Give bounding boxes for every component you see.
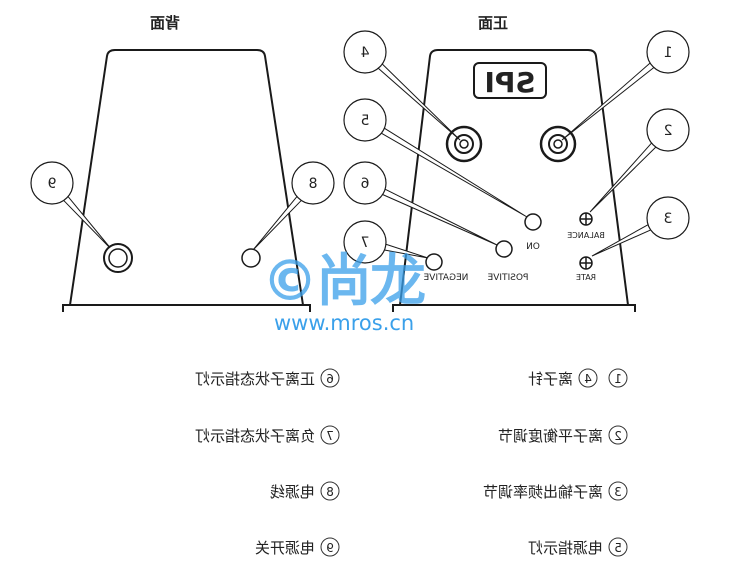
positive-led xyxy=(495,240,513,258)
ion-emitter-knob-1 xyxy=(539,125,577,163)
power-led xyxy=(524,213,542,231)
power-led-label: ON xyxy=(526,242,540,252)
power-switch-inner xyxy=(108,248,128,268)
callout-circle-8 xyxy=(291,161,335,205)
callout-number-6: 6 xyxy=(360,176,369,192)
watermark-url: www.mros.cn xyxy=(274,311,415,335)
callout-number-8: 8 xyxy=(309,176,318,192)
callout-number-7: 7 xyxy=(361,235,370,251)
legend-right-num-circle xyxy=(608,368,628,388)
legend-left-num: 6 xyxy=(326,372,334,386)
callout-circle-2 xyxy=(646,108,690,152)
legend-left-label: 负离子状态指示灯 xyxy=(195,427,315,445)
balance-label: BALANCE xyxy=(567,231,605,240)
callout-number-1: 1 xyxy=(664,45,673,61)
legend-right-label: 离子输出频率调节 xyxy=(483,483,603,501)
callout-circle-4 xyxy=(343,30,387,74)
balance-cross xyxy=(580,213,592,225)
callout-number-4: 4 xyxy=(360,45,369,61)
legend-left-num: 9 xyxy=(326,541,334,555)
negative-led xyxy=(425,253,443,271)
callout-pointer-3 xyxy=(591,224,651,257)
ion-emitter-knob-4 xyxy=(445,125,483,163)
watermark-logo: ©尚龙 xyxy=(262,249,426,314)
legend-right-num: 2 xyxy=(614,429,622,443)
legend-right-num: 4 xyxy=(584,372,592,386)
negative-led-label: NEGATIVE xyxy=(423,273,468,283)
callout-pointer-9 xyxy=(63,196,113,251)
callout-circle-7 xyxy=(343,220,387,264)
legend-left-label: 电源开关 xyxy=(255,539,315,557)
callout-pointer-1 xyxy=(561,62,655,141)
callout-pointer-4 xyxy=(377,63,461,141)
ion-emitter-knob-1-center xyxy=(553,139,563,149)
legend-right-label: 离子针 xyxy=(528,370,573,388)
legend-right-num-circle xyxy=(608,425,628,445)
legend-right-num: 3 xyxy=(614,485,622,499)
callout-number-9: 9 xyxy=(48,176,57,192)
legend-right-num: 5 xyxy=(614,541,622,555)
legend-left-num-circle xyxy=(320,368,340,388)
legend-right-label: 电源指示灯 xyxy=(528,539,603,557)
power-cord-port xyxy=(241,248,261,268)
back-title: 背面 xyxy=(150,14,180,32)
ion-emitter-knob-4-ring xyxy=(454,134,474,154)
logo-text: SPI xyxy=(484,66,535,99)
legend-right-num-circle xyxy=(608,481,628,501)
callout-circle-6 xyxy=(343,161,387,205)
callout-pointer-2 xyxy=(589,142,657,213)
legend-left-num: 8 xyxy=(326,485,334,499)
legend-right-num-circle xyxy=(608,537,628,557)
callout-number-5: 5 xyxy=(361,113,370,129)
legend-left-label: 正离子状态指示灯 xyxy=(195,370,315,388)
logo-box xyxy=(473,62,547,99)
legend-right-num: 1 xyxy=(614,372,622,386)
callout-circle-1 xyxy=(646,30,690,74)
front-panel xyxy=(392,49,636,312)
legend-left-label: 电源线 xyxy=(270,483,315,501)
legend-left-num-circle xyxy=(320,481,340,501)
legend-right-label: 离子平衡度调节 xyxy=(498,427,603,445)
ion-emitter-knob-4-center xyxy=(459,139,469,149)
positive-led-label: POSITIVE xyxy=(487,273,528,283)
legend-left-num-circle xyxy=(320,537,340,557)
callout-number-3: 3 xyxy=(664,211,673,227)
ion-emitter-knob-1-ring xyxy=(548,134,568,154)
callout-number-2: 2 xyxy=(664,123,673,139)
legend-left-num: 7 xyxy=(326,429,334,443)
callout-circle-5 xyxy=(343,98,387,142)
callout-circle-3 xyxy=(646,196,690,240)
legend-right-num-circle xyxy=(578,368,598,388)
front-title: 正面 xyxy=(478,14,508,32)
back-panel xyxy=(62,49,311,312)
rate-cross xyxy=(580,257,592,269)
callout-circle-9 xyxy=(30,161,74,205)
rate-label: RATE xyxy=(576,273,596,282)
legend-left-num-circle xyxy=(320,425,340,445)
